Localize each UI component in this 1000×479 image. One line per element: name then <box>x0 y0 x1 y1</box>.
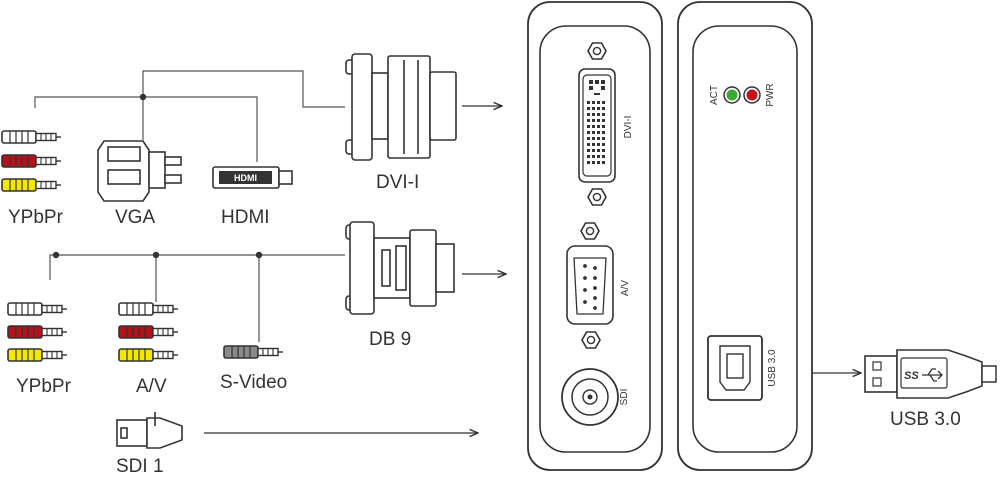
dvi-adapter <box>345 53 457 161</box>
front-nut-4 <box>581 331 601 349</box>
label-usb-output: USB 3.0 <box>890 409 961 430</box>
wires <box>34 70 345 342</box>
usb-ss-logo: SS <box>904 370 919 382</box>
dvi-port-pins <box>587 80 605 164</box>
led-label-act: ACT <box>709 85 720 105</box>
label-ypbpr-top: YPbPr <box>8 207 64 228</box>
front-port-label-sdi: SDI <box>619 389 630 406</box>
label-vga: VGA <box>115 207 155 228</box>
label-svideo: S-Video <box>220 372 287 393</box>
db9-port <box>566 245 614 325</box>
front-port-label-av: A/V <box>620 280 631 296</box>
hdmi-logo: HDMI <box>234 173 257 183</box>
led-pwr <box>743 86 761 104</box>
label-db9-adapter: DB 9 <box>369 329 411 350</box>
superspeed-usb-icon: SS <box>904 368 943 382</box>
dvi-port <box>578 68 616 183</box>
front-nut-2 <box>587 188 607 206</box>
signal-arrows <box>204 106 861 433</box>
label-dvi-adapter: DVI-I <box>376 172 419 193</box>
av-cable <box>118 302 179 362</box>
vga-connector <box>97 140 182 202</box>
svideo-connector <box>223 345 284 359</box>
usb-3-cable <box>864 349 997 399</box>
front-nut-1 <box>587 42 607 60</box>
db9-port-pins <box>583 264 597 310</box>
ypbpr-cable-top <box>1 130 62 192</box>
ypbpr-cable-middle <box>7 302 68 362</box>
front-nut-3 <box>580 222 600 240</box>
wire-junctions <box>52 93 263 259</box>
led-label-pwr: PWR <box>765 83 776 106</box>
usb-b-port <box>707 335 763 401</box>
led-act <box>723 86 741 104</box>
label-av: A/V <box>136 376 167 397</box>
hdmi-connector: HDMI <box>212 166 293 189</box>
label-hdmi: HDMI <box>221 207 270 228</box>
db9-adapter <box>345 221 455 315</box>
front-port-label-dvi: DVI-I <box>623 116 634 139</box>
back-port-label-usb: USB 3.0 <box>767 349 778 387</box>
label-sdi-input: SDI 1 <box>116 456 164 477</box>
sdi-connector <box>116 412 183 449</box>
sdi-bnc-port <box>561 368 619 426</box>
label-ypbpr-middle: YPbPr <box>16 376 72 397</box>
